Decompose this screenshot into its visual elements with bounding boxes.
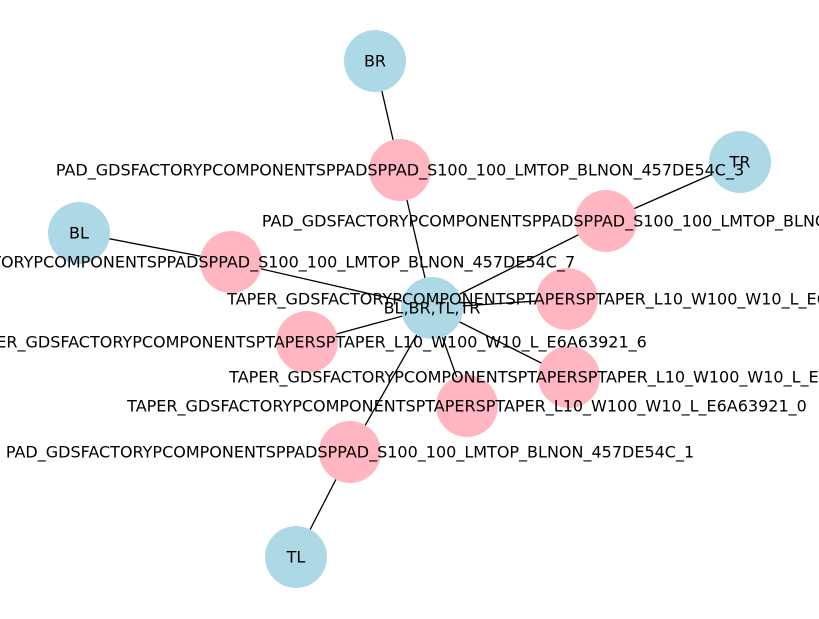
node-pad5 xyxy=(575,190,637,252)
node-TL xyxy=(265,526,327,588)
node-label-taperB: TAPER_GDSFACTORYPCOMPONENTSPTAPERSPTAPER… xyxy=(228,368,819,388)
node-label-taperC: TAPER_GDSFACTORYPCOMPONENTSPTAPERSPTAPER… xyxy=(126,397,807,417)
node-label-taper6: TAPER_GDSFACTORYPCOMPONENTSPTAPERSPTAPER… xyxy=(0,333,647,353)
node-label-taperA: TAPER_GDSFACTORYPCOMPONENTSPTAPERSPTAPER… xyxy=(226,290,819,310)
node-BL xyxy=(48,202,110,264)
node-pad3 xyxy=(369,139,431,201)
node-label-pad7: PAD_GDSFACTORYPCOMPONENTSPPADSPPAD_S100_… xyxy=(0,253,575,273)
node-label-BL: BL xyxy=(69,224,89,243)
node-label-pad5: PAD_GDSFACTORYPCOMPONENTSPPADSPPAD_S100_… xyxy=(262,212,819,232)
node-label-TL: TL xyxy=(286,548,306,567)
node-label-BR: BR xyxy=(364,52,386,71)
node-TR xyxy=(709,131,771,193)
node-taperB xyxy=(538,346,600,408)
node-layer xyxy=(48,30,771,588)
node-taperC xyxy=(436,375,498,437)
edge-pad7-hub xyxy=(230,261,433,309)
node-pad7 xyxy=(200,231,262,293)
label-layer: BL,BR,TL,TR BR TR BL TL PAD_GDSFACTORYPCOMPON… xyxy=(0,52,819,567)
node-pad1 xyxy=(319,421,381,483)
node-label-TR: TR xyxy=(729,153,751,172)
node-label-hub: BL,BR,TL,TR xyxy=(384,299,481,318)
node-hub xyxy=(401,277,463,339)
node-taperA xyxy=(536,268,598,330)
node-label-pad3: PAD_GDSFACTORYPCOMPONENTSPPADSPPAD_S100_… xyxy=(56,161,744,181)
edge-pad5-hub xyxy=(431,220,607,309)
node-label-pad1: PAD_GDSFACTORYPCOMPONENTSPPADSPPAD_S100_… xyxy=(6,443,694,463)
node-BR xyxy=(344,30,406,92)
node-taper6 xyxy=(276,311,338,373)
